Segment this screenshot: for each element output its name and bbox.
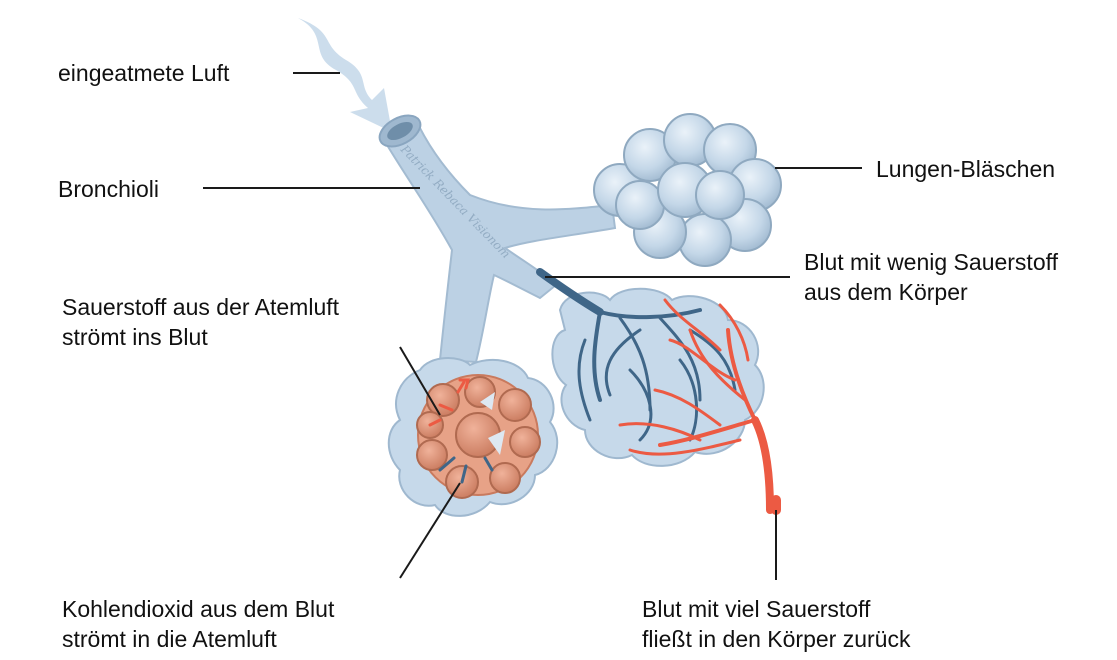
label-oxygen-into-blood: Sauerstoff aus der Atemluft strömt ins B…	[62, 292, 339, 352]
alveolus-cross-section	[389, 358, 557, 516]
label-blood-low-oxygen: Blut mit wenig Sauerstoff aus dem Körper	[804, 247, 1058, 307]
label-blood-high-oxygen-line2: fließt in den Körper zurück	[642, 624, 910, 654]
label-oxygen-into-blood-line1: Sauerstoff aus der Atemluft	[62, 292, 339, 322]
label-oxygen-into-blood-line2: strömt ins Blut	[62, 322, 339, 352]
alveoli-cluster-top	[594, 114, 781, 266]
label-co2-out-line2: strömt in die Atemluft	[62, 624, 334, 654]
alveoli-capillary-cluster	[540, 272, 776, 510]
label-alveoli: Lungen-Bläschen	[876, 154, 1055, 184]
label-co2-out-line1: Kohlendioxid aus dem Blut	[62, 594, 334, 624]
label-blood-high-oxygen-line1: Blut mit viel Sauerstoff	[642, 594, 910, 624]
label-blood-low-oxygen-line2: aus dem Körper	[804, 277, 1058, 307]
label-inhaled-air: eingeatmete Luft	[58, 58, 229, 88]
label-blood-low-oxygen-line1: Blut mit wenig Sauerstoff	[804, 247, 1058, 277]
inhaled-air-arrow	[298, 18, 392, 132]
label-blood-high-oxygen: Blut mit viel Sauerstoff fließt in den K…	[642, 594, 910, 654]
label-co2-out-of-blood: Kohlendioxid aus dem Blut strömt in die …	[62, 594, 334, 654]
label-bronchioles: Bronchioli	[58, 174, 159, 204]
